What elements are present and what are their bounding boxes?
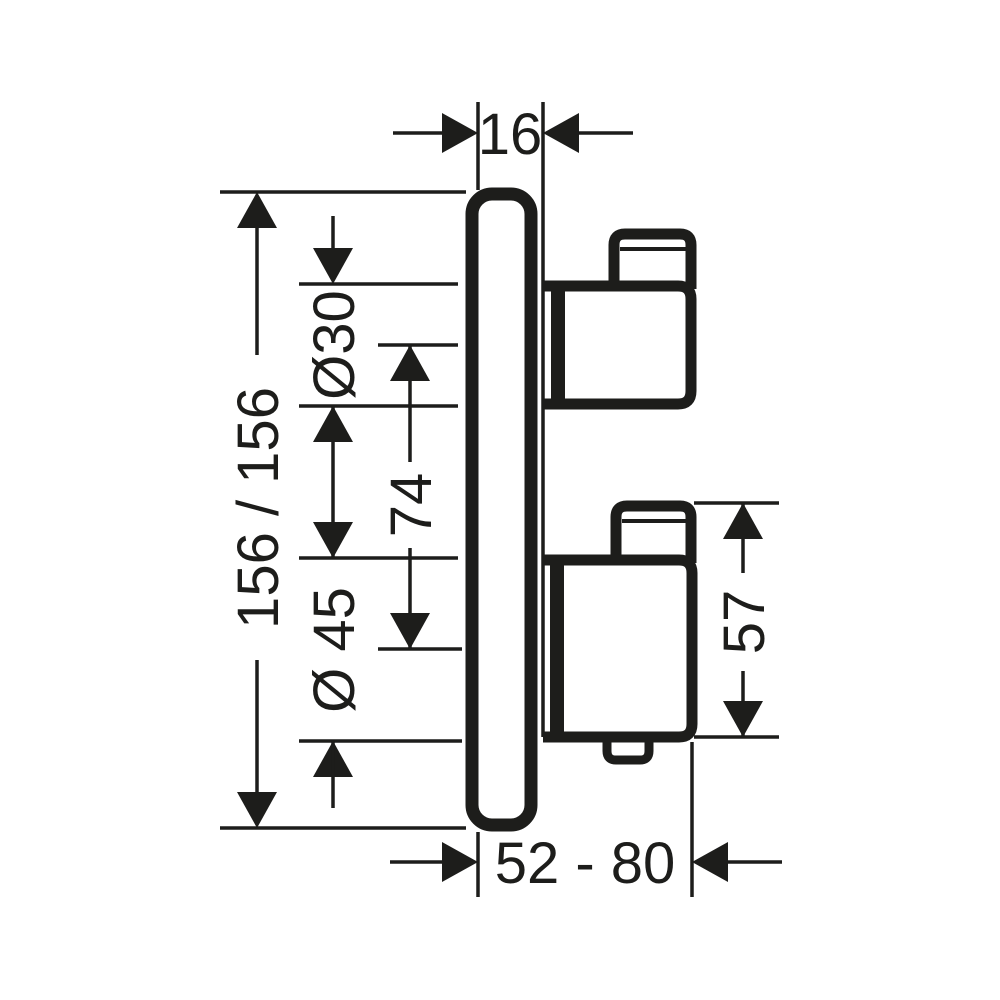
wall-plate bbox=[465, 102, 545, 832]
lower-handle bbox=[543, 500, 698, 765]
dimension-lower-handle-height: 57 bbox=[694, 501, 779, 739]
dimension-label-156-156: 156 / 156 bbox=[226, 387, 291, 629]
lower-handle-body bbox=[543, 554, 698, 743]
arrowhead-right-icon bbox=[442, 113, 478, 153]
lower-handle-base-face bbox=[550, 555, 564, 742]
upper-handle bbox=[543, 228, 697, 410]
dimension-label-57: 57 bbox=[712, 590, 777, 655]
arrowhead-left-icon bbox=[543, 113, 579, 153]
arrowhead-left-icon bbox=[692, 842, 728, 882]
arrowhead-right-icon bbox=[442, 842, 478, 882]
arrowhead-down-icon bbox=[390, 613, 430, 649]
lower-handle-tab bbox=[610, 500, 697, 563]
dimension-label-d45: Ø 45 bbox=[302, 587, 367, 713]
lower-handle-stop-button bbox=[602, 737, 654, 765]
dimension-plate-thickness: 16 bbox=[393, 102, 633, 190]
dimension-label-74: 74 bbox=[379, 473, 444, 538]
dimension-label-d30: Ø30 bbox=[302, 290, 367, 400]
dimension-label-52-80: 52 - 80 bbox=[495, 831, 676, 896]
dimension-label-16: 16 bbox=[478, 102, 543, 167]
dimension-plate-height: 156 / 156 bbox=[220, 190, 466, 830]
dimension-lower-handle-diameter: Ø 45 bbox=[299, 522, 462, 808]
arrowhead-down-icon bbox=[723, 701, 763, 737]
arrowhead-up-icon bbox=[313, 406, 353, 442]
arrowhead-down-icon bbox=[313, 248, 353, 284]
upper-handle-base-face bbox=[551, 281, 565, 409]
arrowhead-up-icon bbox=[390, 345, 430, 381]
dimension-handle-spacing: 74 bbox=[378, 343, 462, 651]
wall-plate-outline bbox=[465, 187, 538, 832]
arrowhead-up-icon bbox=[237, 192, 277, 228]
upper-handle-tab bbox=[608, 228, 697, 289]
arrowhead-down-icon bbox=[313, 522, 353, 558]
dimension-installation-depth: 52 - 80 bbox=[390, 742, 782, 897]
arrowhead-up-icon bbox=[723, 503, 763, 539]
arrowhead-down-icon bbox=[237, 792, 277, 828]
upper-handle-body bbox=[543, 280, 697, 410]
